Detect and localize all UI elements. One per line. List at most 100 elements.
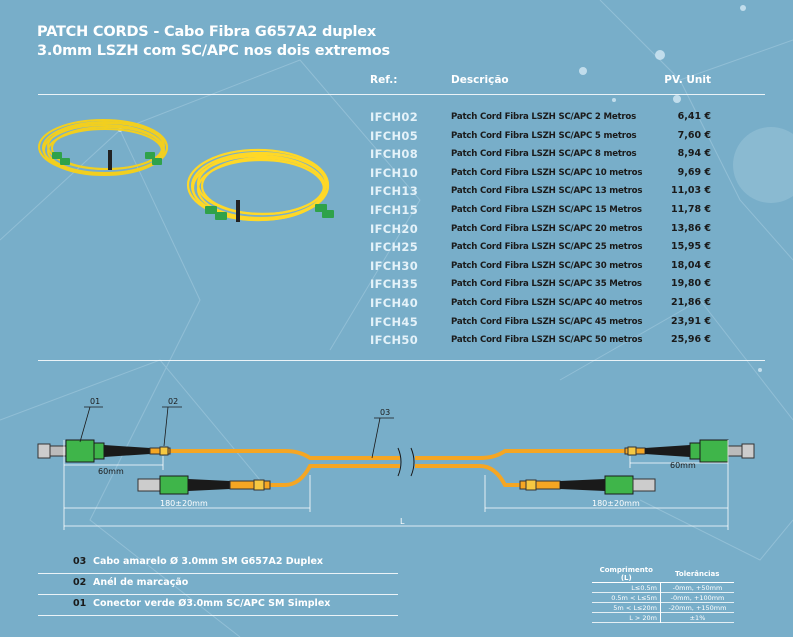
tolerance-length: L > 20m <box>592 612 661 623</box>
product-row: IFCH25 Patch Cord Fibra LSZH SC/APC 25 me… <box>0 240 793 258</box>
legend-number: 03 <box>73 556 87 567</box>
dim-right-60: 60mm <box>670 461 696 470</box>
patch-cord-coils-image <box>38 119 334 222</box>
product-description: Patch Cord Fibra LSZH SC/APC 13 metros <box>451 186 643 197</box>
product-ref: IFCH35 <box>370 277 419 292</box>
product-ref: IFCH10 <box>370 165 419 180</box>
product-description: Patch Cord Fibra LSZH SC/APC 40 metros <box>451 298 643 308</box>
product-row: IFCH20 Patch Cord Fibra LSZH SC/APC 20 me… <box>0 222 793 240</box>
callout-01: 01 <box>90 397 100 406</box>
dim-total-length: L <box>400 517 405 526</box>
legend-item: 02 Anél de marcação <box>38 575 398 595</box>
product-row: IFCH50 Patch Cord Fibra LSZH SC/APC 50 me… <box>0 333 793 351</box>
left-upper-connector <box>65 439 95 463</box>
tolerance-row: L≤0.5m-0mm, +50mm <box>592 582 734 593</box>
table-bottom-divider <box>38 360 765 361</box>
product-row: IFCH13 Patch Cord Fibra LSZH SC/APC 13 me… <box>0 184 793 202</box>
product-price: 11,03 € <box>671 185 711 197</box>
tol-header-length: Comprimento (L) <box>592 566 661 583</box>
left-upper-boot <box>104 445 150 457</box>
product-description: Patch Cord Fibra LSZH SC/APC 45 metros <box>451 316 643 327</box>
upper-cable-right <box>415 449 625 460</box>
left-lower-connector <box>159 475 189 495</box>
tolerance-value: ±1% <box>660 612 734 623</box>
product-description: Patch Cord Fibra LSZH SC/APC 35 Metros <box>451 279 642 290</box>
header-description: Descrição <box>451 74 509 86</box>
product-ref: IFCH25 <box>370 240 419 255</box>
tolerance-length: 5m < L≤20m <box>592 602 661 613</box>
product-price: 25,96 € <box>671 334 711 346</box>
tolerance-value: -0mm, +50mm <box>660 582 734 593</box>
product-price: 8,94 € <box>677 148 711 160</box>
callout-02: 02 <box>168 397 178 406</box>
product-ref: IFCH20 <box>370 221 419 236</box>
dim-right-180: 180±20mm <box>592 499 640 508</box>
product-price: 19,80 € <box>671 278 711 290</box>
product-row: IFCH35 Patch Cord Fibra LSZH SC/APC 35 Me… <box>0 277 793 295</box>
product-description: Patch Cord Fibra LSZH SC/APC 5 metros <box>451 130 637 141</box>
callout-03: 03 <box>380 408 390 417</box>
product-row: IFCH40 Patch Cord Fibra LSZH SC/APC 40 me… <box>0 296 793 314</box>
table-top-divider <box>38 94 765 95</box>
product-ref: IFCH13 <box>370 184 419 199</box>
header-price: PV. Unit <box>664 74 711 86</box>
product-description: Patch Cord Fibra LSZH SC/APC 20 metros <box>451 223 643 234</box>
tolerance-length: 0.5m < L≤5m <box>592 592 661 603</box>
product-price: 6,41 € <box>677 111 711 122</box>
product-description: Patch Cord Fibra LSZH SC/APC 8 metros <box>451 149 637 160</box>
title-line-1: PATCH CORDS - Cabo Fibra G657A2 duplex <box>37 24 377 40</box>
tolerance-row: L > 20m±1% <box>592 612 734 623</box>
product-description: Patch Cord Fibra LSZH SC/APC 2 Metros <box>451 112 637 122</box>
product-ref: IFCH45 <box>370 314 419 329</box>
product-ref: IFCH30 <box>370 258 419 273</box>
tolerance-value: -20mm, +150mm <box>660 602 734 613</box>
lower-cable-right <box>415 464 520 487</box>
product-ref: IFCH05 <box>370 128 419 143</box>
product-description: Patch Cord Fibra LSZH SC/APC 25 metros <box>451 242 643 253</box>
product-price: 23,91 € <box>671 315 711 327</box>
product-description: Patch Cord Fibra LSZH SC/APC 15 Metros <box>451 205 642 215</box>
dim-left-180: 180±20mm <box>160 499 208 508</box>
tol-header-tol: Tolerâncias <box>660 566 734 583</box>
lower-cable-left <box>270 464 400 487</box>
product-row: IFCH02 Patch Cord Fibra LSZH SC/APC 2 Met… <box>0 110 793 128</box>
cable-diagram: 01 02 03 60mm 60mm 180±20mm 180±20mm L <box>37 397 755 530</box>
product-ref: IFCH50 <box>370 333 419 348</box>
legend-text: Conector verde Ø3.0mm SC/APC SM Simplex <box>93 598 331 609</box>
legend-text: Anél de marcação <box>93 577 189 588</box>
tolerance-row: 5m < L≤20m-20mm, +150mm <box>592 602 734 613</box>
tolerance-table: Comprimento (L) Tolerâncias L≤0.5m-0mm, … <box>592 566 734 623</box>
product-price: 13,86 € <box>671 222 711 234</box>
header-ref: Ref.: <box>370 74 398 86</box>
product-row: IFCH05 Patch Cord Fibra LSZH SC/APC 5 met… <box>0 129 793 147</box>
product-price: 9,69 € <box>677 166 711 178</box>
product-ref: IFCH15 <box>370 203 419 217</box>
product-price: 15,95 € <box>671 241 711 253</box>
product-row: IFCH08 Patch Cord Fibra LSZH SC/APC 8 met… <box>0 147 793 165</box>
product-row: IFCH10 Patch Cord Fibra LSZH SC/APC 10 me… <box>0 166 793 184</box>
product-row: IFCH45 Patch Cord Fibra LSZH SC/APC 45 me… <box>0 315 793 333</box>
tolerance-row: 0.5m < L≤5m-0mm, +100mm <box>592 592 734 603</box>
tolerance-length: L≤0.5m <box>592 582 661 593</box>
product-price: 11,78 € <box>671 204 711 215</box>
product-description: Patch Cord Fibra LSZH SC/APC 30 metros <box>451 260 643 271</box>
right-upper-connector <box>699 439 729 463</box>
product-ref: IFCH02 <box>370 110 419 124</box>
product-price: 18,04 € <box>671 259 711 271</box>
legend-number: 01 <box>73 598 87 609</box>
product-ref: IFCH08 <box>370 147 419 162</box>
product-price: 7,60 € <box>677 129 711 141</box>
product-ref: IFCH40 <box>370 296 419 310</box>
product-description: Patch Cord Fibra LSZH SC/APC 10 metros <box>451 167 643 178</box>
dim-left-60: 60mm <box>98 467 124 476</box>
product-description: Patch Cord Fibra LSZH SC/APC 50 metros <box>451 335 643 346</box>
title-line-2: 3.0mm LSZH com SC/APC nos dois extremos <box>37 43 390 59</box>
tolerance-value: -0mm, +100mm <box>660 592 734 603</box>
product-price: 21,86 € <box>671 297 711 308</box>
upper-cable-left <box>170 449 400 460</box>
right-lower-connector <box>604 475 634 495</box>
legend-item: 01 Conector verde Ø3.0mm SC/APC SM Simple… <box>38 596 398 616</box>
legend-number: 02 <box>73 577 87 588</box>
page-title: PATCH CORDS - Cabo Fibra G657A2 duplex 3… <box>37 23 390 61</box>
